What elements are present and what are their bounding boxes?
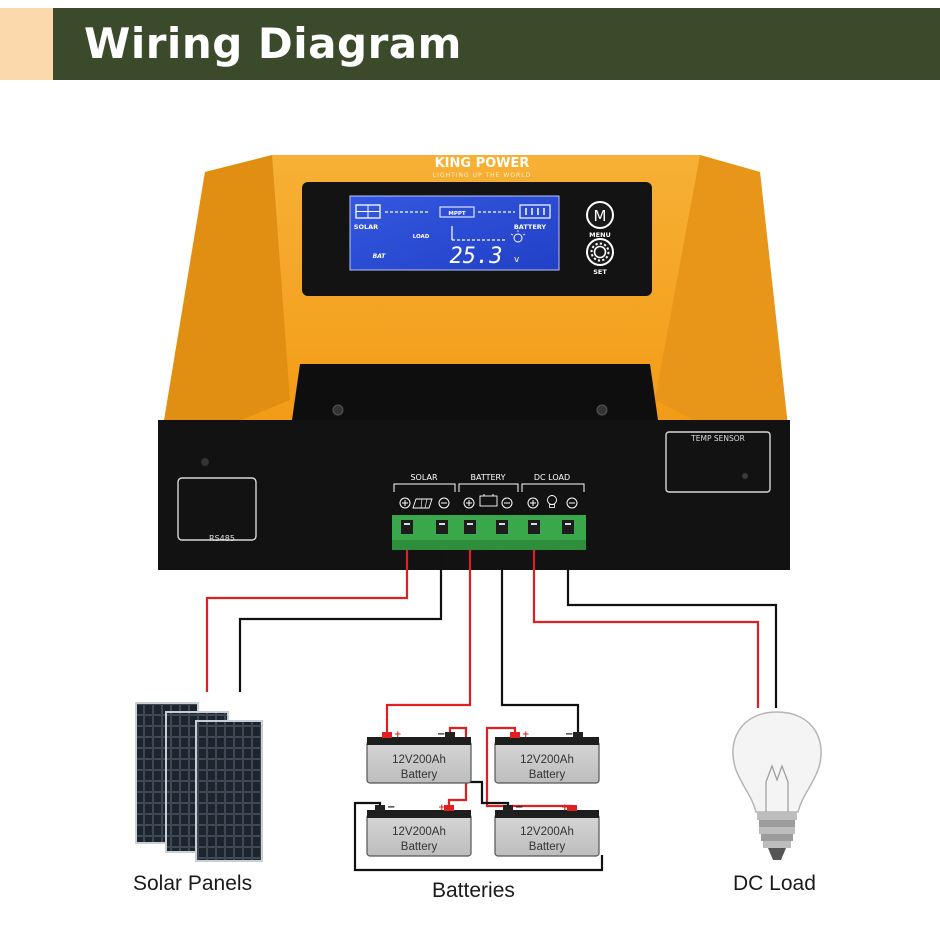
lcd-bat-label: BAT xyxy=(373,253,387,260)
wiring xyxy=(205,550,778,872)
controller-left-wing xyxy=(160,155,290,445)
terminal-bulb-icon xyxy=(547,495,557,508)
battery-capacity: 12V200Ah xyxy=(392,826,446,838)
terminal-brackets xyxy=(393,483,585,492)
lcd-battery-label: BATTERY xyxy=(514,223,547,231)
battery-label: Battery xyxy=(401,841,438,853)
battery-negative-wire xyxy=(500,550,580,737)
svg-text:+: + xyxy=(394,730,402,740)
battery-capacity: 12V200Ah xyxy=(520,754,574,766)
lcd-voltage-reading: 25.3 xyxy=(450,244,503,269)
battery-unit xyxy=(494,805,600,857)
caption-solar-panels: Solar Panels xyxy=(133,872,253,895)
gear-icon xyxy=(593,245,607,259)
battery-polarity-marks: + + + + xyxy=(394,730,569,813)
lcd-mppt-label: MPPT xyxy=(448,211,466,217)
screw xyxy=(596,404,608,416)
light-bulb-icon xyxy=(732,711,822,860)
terminal-label-solar: SOLAR xyxy=(410,473,437,482)
terminal-label-battery: BATTERY xyxy=(471,473,506,482)
lcd-solar-label: SOLAR xyxy=(354,223,378,231)
battery-positive-wire xyxy=(385,550,472,737)
terminal-solar-icon xyxy=(412,498,433,509)
header-accent xyxy=(0,8,53,80)
rs485-port-cover[interactable] xyxy=(177,477,257,541)
temp-sensor-port[interactable] xyxy=(665,431,771,493)
solar-panels xyxy=(135,702,263,862)
terminal-screw-slots xyxy=(404,523,571,525)
svg-text:−: − xyxy=(437,729,445,740)
solar-negative-wire xyxy=(238,550,443,692)
svg-text:−: − xyxy=(515,802,523,813)
battery-capacity: 12V200Ah xyxy=(520,826,574,838)
svg-text:+: + xyxy=(561,803,569,813)
lcd-bulb-icon xyxy=(510,230,526,243)
battery-polarity-marks: − − − − xyxy=(387,729,573,813)
solar-panel xyxy=(195,720,263,862)
caption-dc-load: DC Load xyxy=(733,872,816,895)
screw xyxy=(332,404,344,416)
brand-logo: KING POWER xyxy=(435,156,530,171)
lcd-screen xyxy=(349,195,560,271)
battery-unit xyxy=(366,805,472,857)
set-button[interactable] xyxy=(586,238,614,266)
set-button-label: SET xyxy=(593,268,607,276)
battery-label: Battery xyxy=(529,769,566,781)
battery-capacity: 12V200Ah xyxy=(392,754,446,766)
load-positive-wire xyxy=(532,550,760,708)
battery-return-wire xyxy=(353,801,604,872)
menu-button-icon: M xyxy=(594,207,607,225)
lcd-voltage-unit: v xyxy=(514,255,520,265)
caption-batteries: Batteries xyxy=(432,879,515,902)
sensor-hole xyxy=(742,473,748,479)
menu-button[interactable]: M xyxy=(586,201,614,229)
header-bar: Wiring Diagram xyxy=(0,8,940,80)
svg-text:+: + xyxy=(522,730,530,740)
charge-controller: KING POWER LIGHTING UP THE WORLD SOLAR M… xyxy=(158,155,790,570)
terminal-block-base xyxy=(392,540,586,550)
temp-sensor-label: TEMP SENSOR xyxy=(690,434,745,443)
indicator-hole xyxy=(201,458,209,466)
handle-bar xyxy=(292,364,658,420)
battery-label: Battery xyxy=(401,769,438,781)
solar-panel-icon xyxy=(355,204,381,219)
brand-tagline: LIGHTING UP THE WORLD xyxy=(433,172,531,179)
svg-text:+: + xyxy=(438,803,446,813)
gear-teeth xyxy=(590,242,610,262)
rs485-label: RS485 xyxy=(209,534,235,543)
controller-right-wing xyxy=(655,155,790,445)
battery-bank: 12V200Ah Battery 12V200Ah Battery 12V200… xyxy=(366,729,600,857)
load-negative-wire xyxy=(566,550,778,708)
svg-text:−: − xyxy=(387,802,395,813)
battery-label: Battery xyxy=(529,841,566,853)
menu-button-label: MENU xyxy=(589,231,611,239)
svg-text:−: − xyxy=(565,729,573,740)
lcd-battery-icon xyxy=(519,204,551,219)
solar-positive-wire xyxy=(205,550,409,692)
battery-unit xyxy=(494,732,600,784)
lcd-load-label: LOAD xyxy=(413,234,430,240)
page-title: Wiring Diagram xyxy=(84,19,462,68)
terminal-battery-icon xyxy=(479,494,498,507)
battery-unit xyxy=(366,732,472,784)
terminal-label-dc-load: DC LOAD xyxy=(534,473,570,482)
mppt-box xyxy=(439,206,475,218)
polarity-symbols xyxy=(399,497,578,509)
